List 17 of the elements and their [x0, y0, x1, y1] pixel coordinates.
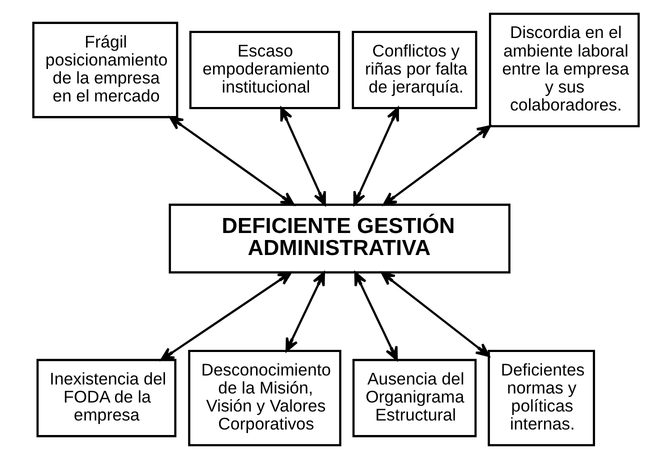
arrow — [160, 271, 292, 360]
node-box: Conflictos y riñas por falta de jerarquía. — [352, 30, 478, 109]
arrow — [382, 124, 491, 206]
arrow — [353, 106, 399, 206]
node-box: Inexistencia del FODA de la empresa — [36, 358, 176, 437]
node-box: Discordia en el ambiente laboral entre la empresa y sus colaboradores. — [488, 12, 640, 127]
arrow — [286, 271, 325, 352]
node-box: Ausencia del Organigrama Estructural — [352, 358, 477, 437]
node-box: Escaso empoderamiento institucional — [189, 30, 340, 109]
arrow — [169, 116, 295, 206]
node-box: Deficientes normas y políticas internas. — [488, 349, 596, 446]
arrow — [380, 271, 490, 356]
node-box: Desconocimiento de la Misión, Visión y Valores Corporativos — [188, 349, 342, 446]
node-box: Frágil posicionamiento de la empresa en el mercado — [32, 21, 178, 118]
node-box: DEFICIENTE GESTIÓN ADMINISTRATIVA — [168, 203, 510, 273]
arrow — [354, 271, 398, 360]
arrow — [280, 106, 326, 206]
